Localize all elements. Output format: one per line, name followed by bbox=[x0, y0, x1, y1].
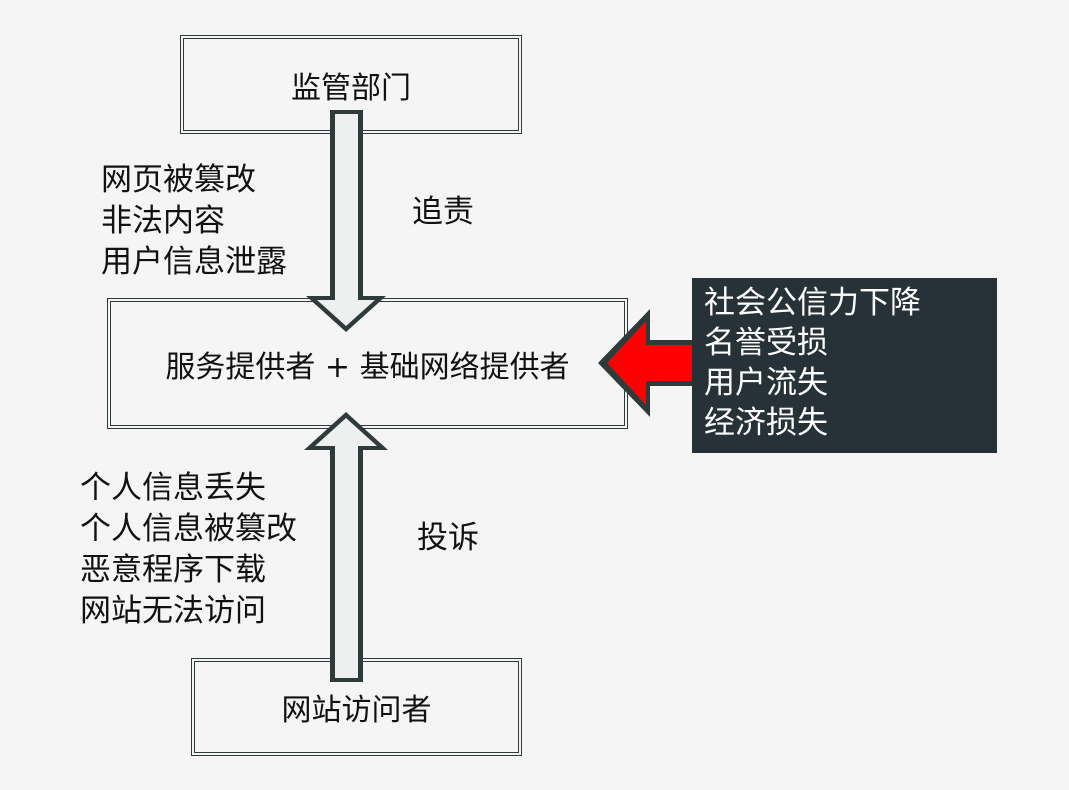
list-item: 用户流失 bbox=[704, 365, 828, 401]
provider-risk-list: 网页被篡改 非法内容 用户信息泄露 bbox=[101, 160, 287, 283]
visitor-box: 网站访问者 bbox=[191, 658, 522, 756]
list-item: 恶意程序下载 bbox=[80, 552, 266, 588]
up-arrow-icon bbox=[304, 412, 388, 682]
provider-label: 服务提供者 + 基础网络提供者 bbox=[165, 349, 570, 385]
complaint-label: 投诉 bbox=[417, 520, 479, 556]
list-item: 名誉受损 bbox=[704, 325, 828, 361]
list-item: 社会公信力下降 bbox=[704, 285, 921, 321]
provider-box: 服务提供者 + 基础网络提供者 bbox=[107, 298, 628, 429]
list-item: 个人信息丢失 bbox=[80, 470, 266, 506]
list-item: 用户信息泄露 bbox=[101, 244, 287, 280]
list-item: 网页被篡改 bbox=[101, 162, 256, 198]
down-arrow-icon bbox=[306, 110, 386, 332]
visitor-label: 网站访问者 bbox=[281, 693, 432, 728]
list-item: 经济损失 bbox=[704, 405, 828, 441]
list-item: 个人信息被篡改 bbox=[80, 511, 297, 547]
list-item: 网站无法访问 bbox=[80, 593, 266, 629]
impact-panel: 社会公信力下降 名誉受损 用户流失 经济损失 bbox=[692, 278, 997, 453]
red-left-arrow-icon bbox=[598, 309, 697, 417]
list-item: 非法内容 bbox=[101, 203, 225, 239]
regulator-label: 监管部门 bbox=[291, 70, 411, 106]
accountability-label: 追责 bbox=[412, 194, 474, 230]
visitor-risk-list: 个人信息丢失 个人信息被篡改 恶意程序下载 网站无法访问 bbox=[80, 468, 297, 632]
